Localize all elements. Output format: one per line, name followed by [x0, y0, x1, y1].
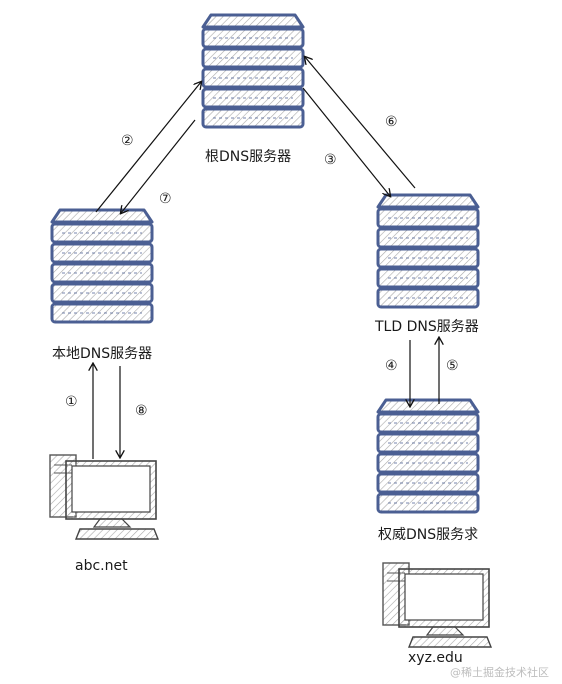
local-dns-label: 本地DNS服务器	[52, 346, 153, 362]
step-label-2: ②	[121, 133, 134, 149]
step-label-6: ⑥	[385, 114, 398, 130]
watermark: @稀土掘金技术社区	[450, 666, 549, 679]
root-dns-label: 根DNS服务器	[205, 149, 292, 165]
arrow-step-6	[305, 57, 416, 189]
arrow-step-7	[121, 119, 196, 213]
step-label-3: ③	[324, 152, 337, 168]
tld-dns-label: TLD DNS服务器	[375, 319, 479, 335]
step-label-8: ⑧	[135, 403, 148, 419]
arrow-step-3	[302, 87, 390, 196]
client-host-label: abc.net	[75, 558, 128, 574]
root-dns-server-icon	[201, 13, 305, 129]
local-dns-server-icon	[50, 208, 154, 324]
step-label-5: ⑤	[446, 358, 459, 374]
target-computer-icon	[382, 562, 492, 648]
auth-dns-label: 权威DNS服务求	[378, 527, 479, 543]
step-label-4: ④	[385, 358, 398, 374]
target-host-label: xyz.edu	[408, 650, 463, 666]
arrow-step-2	[95, 82, 201, 213]
tld-dns-server-icon	[376, 193, 480, 309]
auth-dns-server-icon	[376, 398, 480, 514]
client-computer-icon	[49, 454, 159, 540]
step-label-7: ⑦	[159, 191, 172, 207]
step-label-1: ①	[65, 394, 78, 410]
